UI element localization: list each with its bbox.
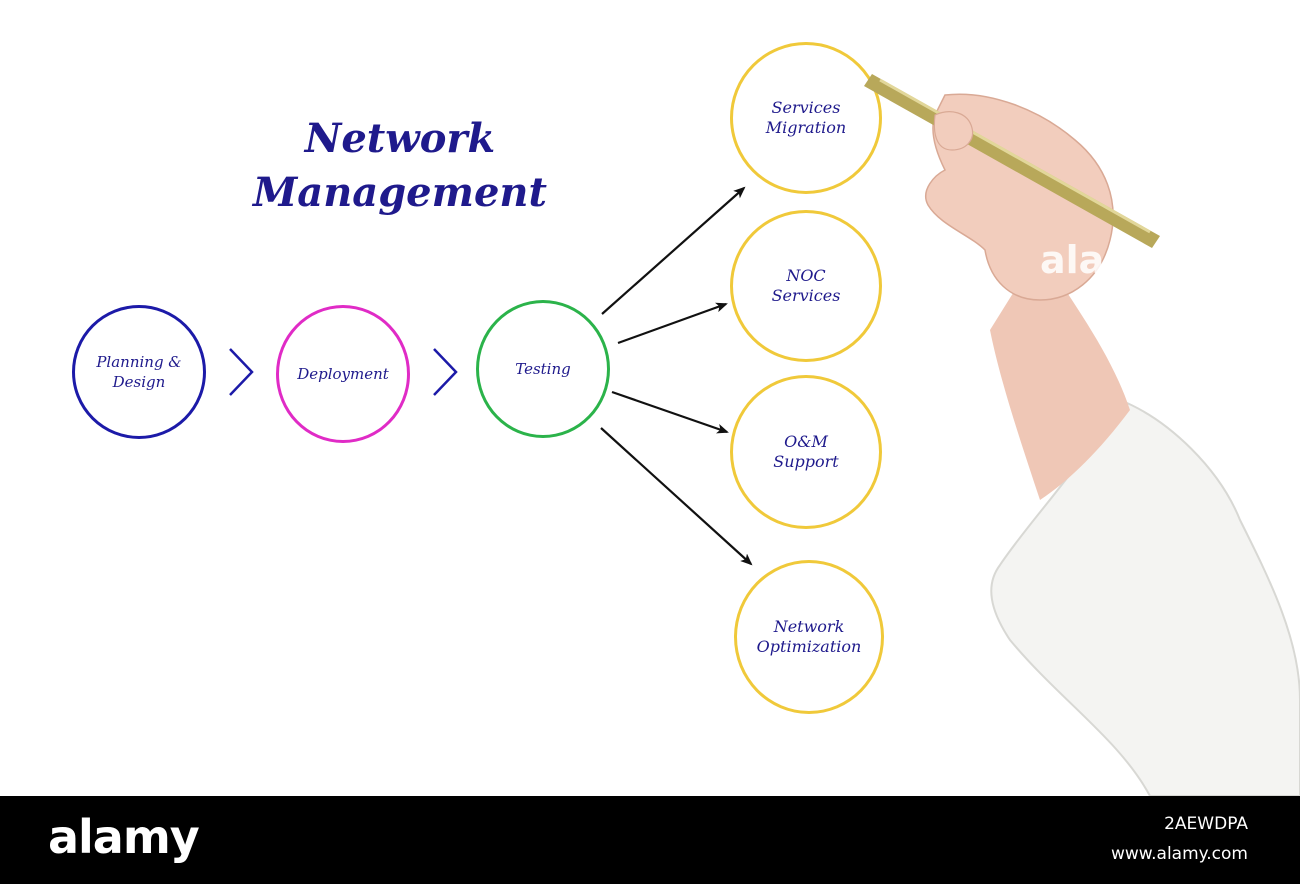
outcome-noc-services: NOC Services xyxy=(730,210,882,362)
arrow-to-om-support xyxy=(611,390,729,434)
title-line-2: Management xyxy=(253,169,547,216)
diagram-canvas: Network Management Planning & Design Dep… xyxy=(72,42,1300,796)
watermark-brand: alamy xyxy=(48,810,200,864)
arrow-to-services-migration xyxy=(601,186,746,315)
connector-arrows xyxy=(600,186,753,566)
chevron-right-icon xyxy=(433,348,458,396)
watermark-overlay: alar xyxy=(1040,238,1124,282)
diagram-title: Network Management xyxy=(200,112,600,220)
watermark-image-id: 2AEWDPA xyxy=(1164,814,1248,834)
arrow-to-noc-services xyxy=(617,302,728,345)
outcome-network-optimization: Network Optimization xyxy=(734,560,884,714)
watermark-site: www.alamy.com xyxy=(1110,844,1248,864)
stage-label: Deployment xyxy=(297,365,389,383)
outcome-label: O&M Support xyxy=(773,432,839,471)
chevron-right-icon xyxy=(229,348,254,396)
outcome-services-migration: Services Migration xyxy=(730,42,882,194)
arrow-to-network-optimization xyxy=(600,427,753,566)
hand-with-pen-image xyxy=(864,74,1300,796)
watermark-footer: alamy 2AEWDPA www.alamy.com xyxy=(0,796,1300,884)
stage-label: Planning & Design xyxy=(96,353,182,391)
stage-label: Testing xyxy=(515,360,571,378)
outcome-label: Services Migration xyxy=(765,98,847,137)
stage-testing: Testing xyxy=(476,300,610,438)
outcome-label: Network Optimization xyxy=(756,617,862,656)
outcome-label: NOC Services xyxy=(771,266,841,305)
stage-deployment: Deployment xyxy=(276,305,410,443)
outcome-om-support: O&M Support xyxy=(730,375,882,529)
stage-planning-design: Planning & Design xyxy=(72,305,206,439)
title-line-1: Network xyxy=(304,115,496,162)
